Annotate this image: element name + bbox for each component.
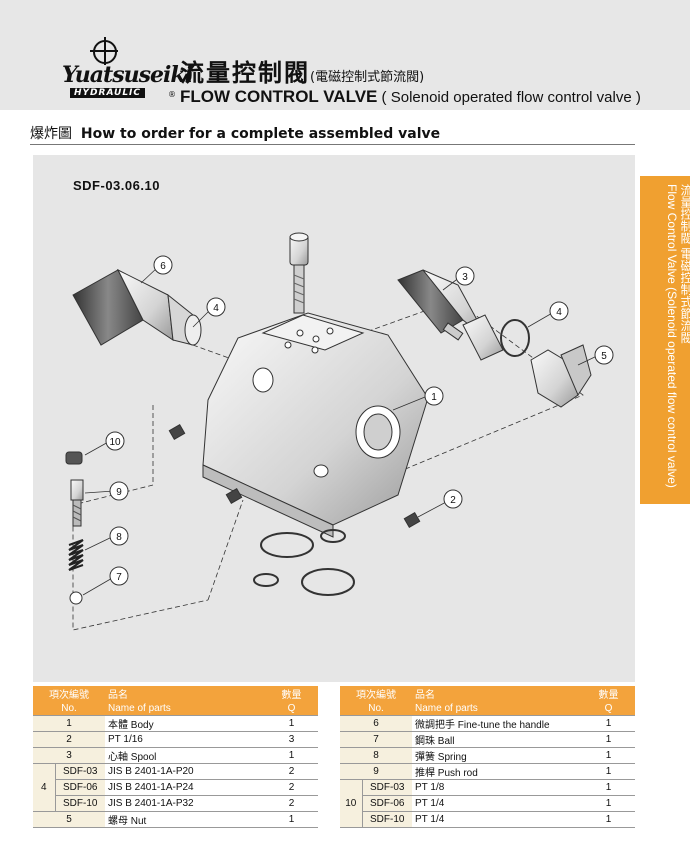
col-no-cn: 項次編號 (33, 686, 105, 701)
parts-table-left: 項次編號 品名 數量 No. Name of parts Q 1 本體 Body… (33, 686, 318, 828)
section-divider (30, 144, 635, 145)
callout-8 (109, 526, 129, 546)
callout-4-left (206, 297, 226, 317)
col-q-cn: 數量 (582, 686, 635, 701)
table-row: 5 螺母 Nut 1 (33, 811, 318, 828)
nut (530, 344, 592, 408)
col-name-en: Name of parts (412, 701, 582, 716)
page-title-en: FLOW CONTROL VALVE ( Solenoid operated f… (180, 87, 641, 106)
brand-logo: Yuatsuseiki HYDRAULIC ® (62, 37, 193, 102)
table-row: 4 SDF-03 JIS B 2401-1A-P20 2 (33, 763, 318, 812)
table-row: SDF-06 JIS B 2401-1A-P24 2 (33, 779, 318, 796)
parts-table-right: 項次編號 品名 數量 No. Name of parts Q 6 微調把手 Fi… (340, 686, 635, 828)
col-no-en: No. (340, 701, 412, 716)
col-no-cn: 項次編號 (340, 686, 412, 701)
col-no-en: No. (33, 701, 105, 716)
side-tab: 流量控制閥 電磁控制式節流閥 Flow Control Valve (Solen… (640, 176, 690, 504)
callout-7 (109, 566, 129, 586)
callout-2-label: 2 (450, 495, 456, 506)
callout-10-label: 10 (109, 437, 121, 448)
side-tab-cn: 流量控制閥 電磁控制式節流閥 (679, 184, 690, 344)
col-q-en: Q (265, 701, 318, 716)
model-code: SDF-03.06.10 (73, 178, 160, 193)
o-rings-bottom (253, 529, 355, 596)
table-row: SDF-10 PT 1/4 1 (340, 811, 635, 828)
callout-2 (443, 489, 463, 509)
callout-6 (153, 255, 173, 275)
col-q-cn: 數量 (265, 686, 318, 701)
table-row: 10 SDF-03 PT 1/8 1 (340, 779, 635, 828)
callout-5 (594, 345, 614, 365)
page-title-cn: 流量控制閥(電磁控制式節流閥) (180, 59, 425, 87)
small-parts-left (65, 451, 84, 605)
plugs (168, 423, 421, 529)
table-row: 2 PT 1/16 3 (33, 731, 318, 748)
brand-name: Yuatsuseiki (62, 62, 193, 88)
callout-7-label: 7 (116, 572, 122, 583)
table-row: SDF-10 JIS B 2401-1A-P32 2 (33, 795, 318, 812)
col-q-en: Q (582, 701, 635, 716)
valve-body (202, 312, 429, 538)
callout-3 (455, 266, 475, 286)
col-name-cn: 品名 (105, 686, 265, 701)
callout-4-right-label: 4 (556, 307, 562, 318)
o-ring-right (500, 319, 530, 357)
exploded-diagram: SDF-03.06.10 (33, 155, 635, 682)
callout-6-label: 6 (160, 261, 166, 272)
section-title: 爆炸圖 How to order for a complete assemble… (30, 126, 441, 142)
callout-9 (109, 481, 129, 501)
brand-sub: HYDRAULIC (70, 88, 146, 98)
table-row: 7 鋼珠 Ball 1 (340, 731, 635, 748)
side-tab-en: Flow Control Valve (Solenoid operated fl… (665, 184, 679, 488)
table-row: 6 微調把手 Fine-tune the handle 1 (340, 715, 635, 732)
spool (397, 269, 504, 361)
page-subtitle-cn: (電磁控制式節流閥) (310, 70, 425, 85)
table-row: 8 彈簧 Spring 1 (340, 747, 635, 764)
callout-4-right (549, 301, 569, 321)
callout-1-label: 1 (431, 392, 437, 403)
table-row: 1 本體 Body 1 (33, 715, 318, 732)
callout-10 (105, 431, 125, 451)
bolt (289, 232, 309, 314)
table-row: 9 推桿 Push rod 1 (340, 763, 635, 780)
callout-8-label: 8 (116, 532, 122, 543)
callout-4-left-label: 4 (213, 303, 219, 314)
table-row: SDF-06 PT 1/4 1 (340, 795, 635, 812)
callout-5-label: 5 (601, 351, 607, 362)
registered-mark: ® (168, 90, 176, 99)
page-header: Yuatsuseiki HYDRAULIC ® 流量控制閥(電磁控制式節流閥) … (0, 0, 690, 110)
callout-9-label: 9 (116, 487, 122, 498)
table-row: 3 心軸 Spool 1 (33, 747, 318, 764)
callout-1 (424, 386, 444, 406)
callout-3-label: 3 (462, 272, 468, 283)
col-name-en: Name of parts (105, 701, 265, 716)
fine-tune-handle (72, 268, 202, 346)
col-name-cn: 品名 (412, 686, 582, 701)
exploded-view-illustration: 1 2 3 4 4 5 6 7 8 9 10 (65, 232, 614, 631)
